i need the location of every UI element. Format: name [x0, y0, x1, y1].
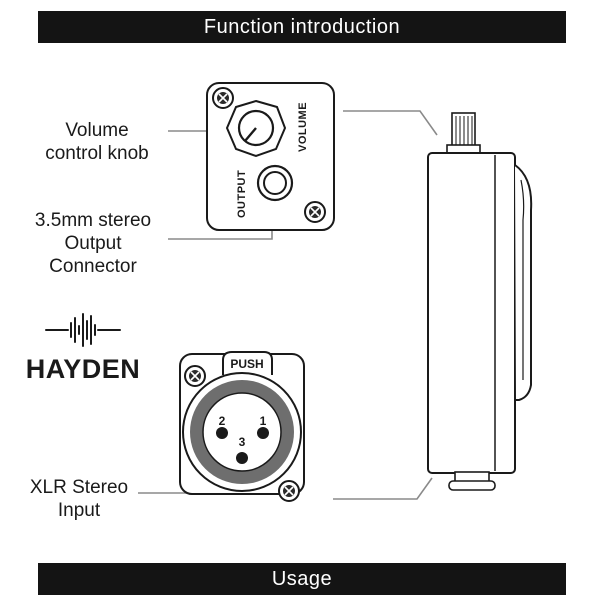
screw-icon — [184, 365, 206, 387]
xlr-pin-2 — [216, 427, 228, 439]
label-line: Output — [64, 233, 122, 254]
xlr-stereo-input-label: XLR Stereo Input — [14, 476, 144, 522]
xlr-pin-label-2: 2 — [219, 414, 226, 428]
label-line: Volume — [65, 120, 129, 141]
screw-icon — [304, 201, 326, 223]
screw-icon — [212, 87, 234, 109]
label-line: Input — [57, 500, 101, 521]
volume-knob-icon[interactable] — [225, 99, 287, 158]
xlr-plug-icon — [448, 480, 496, 491]
leader-line-xlr-to-device — [333, 477, 433, 500]
push-text: PUSH — [230, 357, 263, 371]
xlr-pin-label-3: 3 — [239, 435, 246, 449]
volume-control-knob-label: Volume control knob — [22, 119, 172, 165]
label-line: control knob — [45, 143, 149, 164]
output-panel-text: OUTPUT — [236, 170, 248, 218]
soundwave-icon — [45, 313, 121, 347]
screw-icon — [278, 480, 300, 502]
xlr-connector: PUSH 2 1 3 — [179, 351, 305, 502]
label-line: XLR Stereo — [29, 477, 129, 498]
xlr-pin-1 — [257, 427, 269, 439]
section-title-function-introduction: Function introduction — [38, 11, 566, 43]
section-title-text: Function introduction — [203, 15, 401, 38]
leader-line-panel-to-device — [343, 110, 438, 136]
control-panel: VOLUME OUTPUT — [206, 82, 335, 231]
section-title-usage: Usage — [38, 563, 566, 595]
label-line: Connector — [49, 256, 137, 277]
xlr-pin-label-1: 1 — [260, 414, 267, 428]
brand-name: HAYDEN — [25, 354, 141, 384]
section-title-text: Usage — [271, 567, 333, 590]
output-connector-label: 3.5mm stereo Output Connector — [18, 209, 168, 278]
brand-logo: HAYDEN — [18, 312, 148, 384]
output-jack-icon[interactable] — [256, 164, 294, 202]
xlr-pin-3 — [236, 452, 248, 464]
volume-panel-text: VOLUME — [297, 102, 309, 152]
device-side-view — [427, 112, 533, 491]
label-line: 3.5mm stereo — [34, 210, 152, 231]
